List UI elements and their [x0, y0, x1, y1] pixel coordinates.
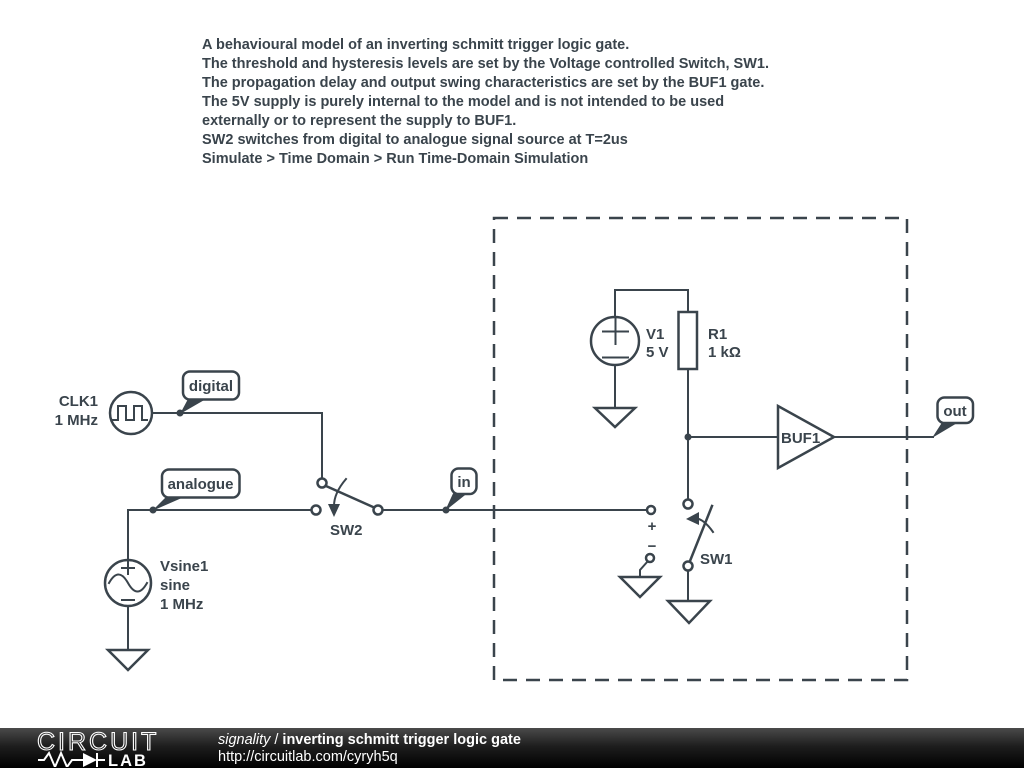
ground-symbol-sw1-control	[616, 575, 664, 599]
ground-symbol-sw1	[665, 599, 713, 625]
switch-terminal	[372, 504, 384, 516]
r1-value: 1 kΩ	[708, 344, 741, 361]
switch-sw1[interactable]: + − SW1	[644, 498, 733, 572]
actuation-arrow-head	[686, 512, 699, 525]
wire-digital	[151, 412, 323, 479]
net-flag-out[interactable]: out	[932, 396, 975, 439]
switch-terminal	[682, 498, 694, 510]
description-line: The threshold and hysteresis levels are …	[202, 56, 770, 72]
clk1-label: CLK1	[59, 393, 98, 410]
sine-wave-icon	[107, 573, 149, 593]
flag-pointer	[152, 497, 184, 511]
wire-sw1-control-ground	[639, 559, 650, 578]
description-line: Simulate > Time Domain > Run Time-Domain…	[202, 151, 589, 167]
plus-mark	[602, 318, 629, 345]
circuit-title: inverting schmitt trigger logic gate	[282, 732, 521, 748]
flag-text: analogue	[168, 476, 234, 493]
flag-box	[936, 396, 975, 425]
switch-terminal	[316, 477, 328, 489]
control-terminal-plus	[645, 504, 657, 516]
net-flag-digital[interactable]: digital	[180, 370, 241, 415]
switch-terminal	[310, 504, 322, 516]
model-boundary-dashed-box	[492, 216, 909, 682]
control-minus-mark: −	[648, 538, 657, 555]
wires	[127, 289, 934, 651]
circuit-description: A behavioural model of an inverting schm…	[202, 36, 769, 169]
v1-value: 5 V	[646, 344, 669, 361]
footer-title-line: signality/inverting schmitt trigger logi…	[218, 732, 521, 749]
separator: /	[274, 732, 279, 748]
square-wave-icon	[112, 405, 148, 421]
flag-pointer	[180, 399, 206, 414]
resistor-body	[677, 310, 699, 371]
flag-box	[181, 370, 241, 401]
sine-source-vsine1[interactable]: Vsine1 sine 1 MHz	[103, 558, 208, 613]
plus-mark	[121, 561, 135, 575]
ground-symbol-v1	[591, 406, 639, 429]
description-line: The propagation delay and output swing c…	[202, 75, 765, 91]
flag-text: in	[457, 474, 470, 491]
description-line: The 5V supply is purely internal to the …	[202, 94, 725, 110]
ground-symbol-vsine1	[104, 648, 152, 672]
resistor-zigzag-icon	[38, 750, 79, 767]
diode-bar-icon	[79, 753, 105, 767]
buffer-triangle	[776, 403, 837, 471]
wire-supply-top	[614, 289, 689, 319]
schematic-canvas: CLK1 1 MHz Vsine1 sine 1 MHz V1 5 V R1 1…	[55, 216, 975, 682]
logo-circuit-text: CIRCUIT	[37, 729, 159, 756]
wire-analogue	[127, 509, 312, 559]
vsine1-value: 1 MHz	[160, 596, 203, 613]
net-flag-analogue[interactable]: analogue	[152, 468, 241, 512]
clk1-value: 1 MHz	[55, 412, 98, 429]
flag-pointer	[445, 493, 467, 511]
footer-meta: signality/inverting schmitt trigger logi…	[218, 732, 521, 765]
switch-blade	[324, 484, 375, 509]
circuitlab-footer-bar: CIRCUIT LAB signality/inverting schmitt …	[0, 728, 1024, 768]
logo-lab-text: LAB	[108, 752, 148, 767]
clock-source-clk1[interactable]: CLK1 1 MHz	[55, 390, 154, 436]
flag-box	[160, 468, 241, 499]
switch-terminal	[682, 560, 694, 572]
actuation-arrow-arc	[332, 477, 348, 508]
v1-label: V1	[646, 326, 664, 343]
switch-blade	[688, 504, 714, 563]
flag-pointer	[932, 422, 958, 438]
sw1-label: SW1	[700, 551, 733, 568]
flag-text: digital	[189, 378, 233, 395]
actuation-arrow-head	[328, 504, 340, 517]
switch-sw2[interactable]: SW2	[310, 477, 384, 540]
sw2-label: SW2	[330, 522, 363, 539]
vsine1-label: Vsine1	[160, 558, 208, 575]
description-line: SW2 switches from digital to analogue si…	[202, 132, 628, 148]
diode-icon	[83, 753, 97, 767]
net-flag-in[interactable]: in	[445, 467, 478, 512]
description-line: externally or to represent the supply to…	[202, 113, 517, 129]
junction-dot	[684, 433, 692, 441]
circuit-url[interactable]: http://circuitlab.com/cyryh5q	[218, 748, 398, 765]
flag-box	[450, 467, 478, 496]
description-line: A behavioural model of an inverting schm…	[202, 37, 630, 53]
voltage-source-v1[interactable]: V1 5 V	[589, 315, 669, 367]
vsine1-type: sine	[160, 577, 190, 594]
flag-text: out	[943, 403, 966, 420]
r1-label: R1	[708, 326, 727, 343]
clock-symbol-circle	[108, 390, 154, 436]
control-terminal-minus	[644, 552, 656, 564]
buf1-label: BUF1	[781, 430, 820, 447]
circuitlab-logo[interactable]: CIRCUIT LAB	[36, 729, 186, 767]
author-name[interactable]: signality	[218, 732, 271, 748]
control-plus-mark: +	[648, 518, 657, 535]
resistor-r1[interactable]: R1 1 kΩ	[677, 310, 741, 371]
buffer-gate-buf1[interactable]: BUF1	[776, 403, 837, 471]
